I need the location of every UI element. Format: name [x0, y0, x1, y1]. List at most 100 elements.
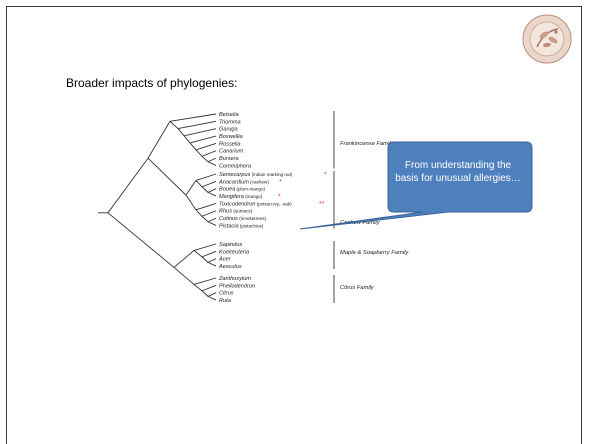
- tree-branch: [201, 180, 217, 188]
- taxon-name: Triomma: [219, 119, 241, 125]
- taxon-name: Semecarpus: [219, 172, 251, 178]
- tree-branch: [107, 212, 175, 268]
- tree-branch: [201, 150, 217, 157]
- taxon-label: Rosselia: [219, 141, 240, 147]
- allergy-asterisk: *: [278, 193, 281, 200]
- taxon-label: Sapindus: [219, 242, 243, 248]
- family-label: Cashew Family: [340, 220, 381, 226]
- tree-branch: [189, 142, 197, 151]
- tree-branch: [107, 157, 149, 214]
- taxon-label: Triomma: [219, 119, 241, 125]
- taxon-common-name: (plum-mango): [235, 187, 265, 192]
- taxon-label: Canarium: [219, 149, 244, 155]
- tree-branch: [201, 256, 209, 263]
- taxon-common-name: (poison-ivy, -oak): [256, 201, 293, 206]
- taxon-common-name: (indian marking nut): [250, 172, 292, 177]
- taxon-label: Mangifera (mango): [219, 194, 263, 200]
- tree-branch: [193, 243, 217, 251]
- tree-branch: [207, 188, 217, 193]
- tree-branch: [177, 120, 217, 130]
- taxon-name: Boswellia: [219, 134, 243, 140]
- tree-branch: [201, 215, 209, 223]
- tree-branch: [195, 180, 203, 188]
- taxon-name: Acer: [218, 257, 232, 263]
- tree-branch: [173, 267, 195, 285]
- taxon-label: Bouea (plum-mango): [219, 187, 266, 193]
- taxon-label: Koelreuteria: [219, 249, 249, 255]
- tree-branch: [207, 295, 217, 301]
- tree-branch: [207, 258, 217, 263]
- taxon-label: Ruta: [219, 298, 231, 304]
- taxon-label: Citrus: [219, 291, 234, 297]
- taxon-name: Citrus: [219, 291, 234, 297]
- taxon-label: Aesculus: [218, 264, 242, 270]
- tree-branch: [147, 121, 171, 159]
- tree-branch: [193, 250, 203, 258]
- taxon-label: Semecarpus (indian marking nut): [219, 172, 293, 178]
- taxon-name: Zanthoxylum: [218, 276, 251, 282]
- taxon-name: Beiselia: [219, 112, 239, 118]
- taxon-name: Cotinus: [219, 216, 238, 222]
- allergy-asterisk: **: [319, 201, 325, 208]
- tree-branch: [169, 113, 217, 122]
- taxon-label: Commiphora: [219, 163, 251, 169]
- taxon-label: Boswellia: [219, 134, 243, 140]
- taxon-name: Bouea: [219, 187, 235, 193]
- tree-branch: [207, 292, 217, 297]
- taxon-name: Sapindus: [219, 242, 243, 248]
- tree-branch: [195, 149, 203, 157]
- tree-branch: [207, 191, 217, 197]
- allergy-asterisk: *: [279, 179, 282, 186]
- taxon-name: Phellodendron: [219, 283, 255, 289]
- taxon-common-name: (cashew): [249, 179, 269, 184]
- tree-branch: [201, 210, 217, 217]
- tree-branch: [183, 128, 217, 137]
- tree-branch: [201, 284, 217, 292]
- taxon-label: Cotinus (smoketrees): [219, 216, 267, 222]
- tree-branch: [201, 250, 217, 258]
- taxon-common-name: (pistachios): [239, 223, 264, 228]
- taxon-name: Commiphora: [219, 163, 251, 169]
- tree-branch: [177, 128, 185, 137]
- herbarium-seal-logo: [522, 14, 572, 64]
- tree-branch: [195, 173, 217, 181]
- tree-branch: [195, 209, 203, 217]
- taxon-name: Mangifera: [219, 194, 244, 200]
- family-label: Maple & Soapberry Family: [340, 250, 409, 256]
- tree-branch: [147, 157, 187, 196]
- tree-branch: [207, 217, 217, 223]
- tree-branch: [193, 277, 217, 285]
- taxon-label: Pistacia (pistachios): [219, 223, 264, 229]
- taxon-name: Ruta: [219, 298, 231, 304]
- tree-branch: [193, 284, 203, 292]
- tree-branch: [195, 202, 217, 211]
- taxon-label: Acer: [218, 257, 232, 263]
- tree-branch: [207, 221, 217, 226]
- tree-branch: [183, 135, 191, 144]
- tree-branch: [201, 186, 209, 193]
- family-label: Frankincense Family: [340, 141, 395, 147]
- taxon-name: Bursera: [219, 156, 239, 162]
- tree-branch: [185, 194, 197, 211]
- taxon-label: Zanthoxylum: [218, 276, 251, 282]
- taxon-common-name: (smoketrees): [238, 216, 267, 221]
- tree-branch: [195, 142, 217, 151]
- tree-branch: [169, 120, 179, 129]
- slide-frame: [6, 6, 582, 444]
- taxon-name: Koelreuteria: [219, 249, 249, 255]
- family-label: Citrus Family: [340, 285, 375, 291]
- taxon-common-name: (sumacs): [232, 209, 253, 214]
- tree-branch: [185, 180, 197, 196]
- tree-branch: [201, 155, 209, 163]
- taxon-label: Phellodendron: [219, 283, 255, 289]
- taxon-name: Pistacia: [219, 223, 239, 229]
- taxon-name: Rhus: [219, 209, 232, 215]
- taxon-label: Garuga: [219, 127, 238, 133]
- taxon-label: Beiselia: [219, 112, 239, 118]
- taxon-name: Aesculus: [218, 264, 242, 270]
- slide-title: Broader impacts of phylogenies:: [66, 76, 238, 90]
- taxon-label: Anacardium (cashew): [218, 179, 269, 185]
- tree-branch: [207, 161, 217, 166]
